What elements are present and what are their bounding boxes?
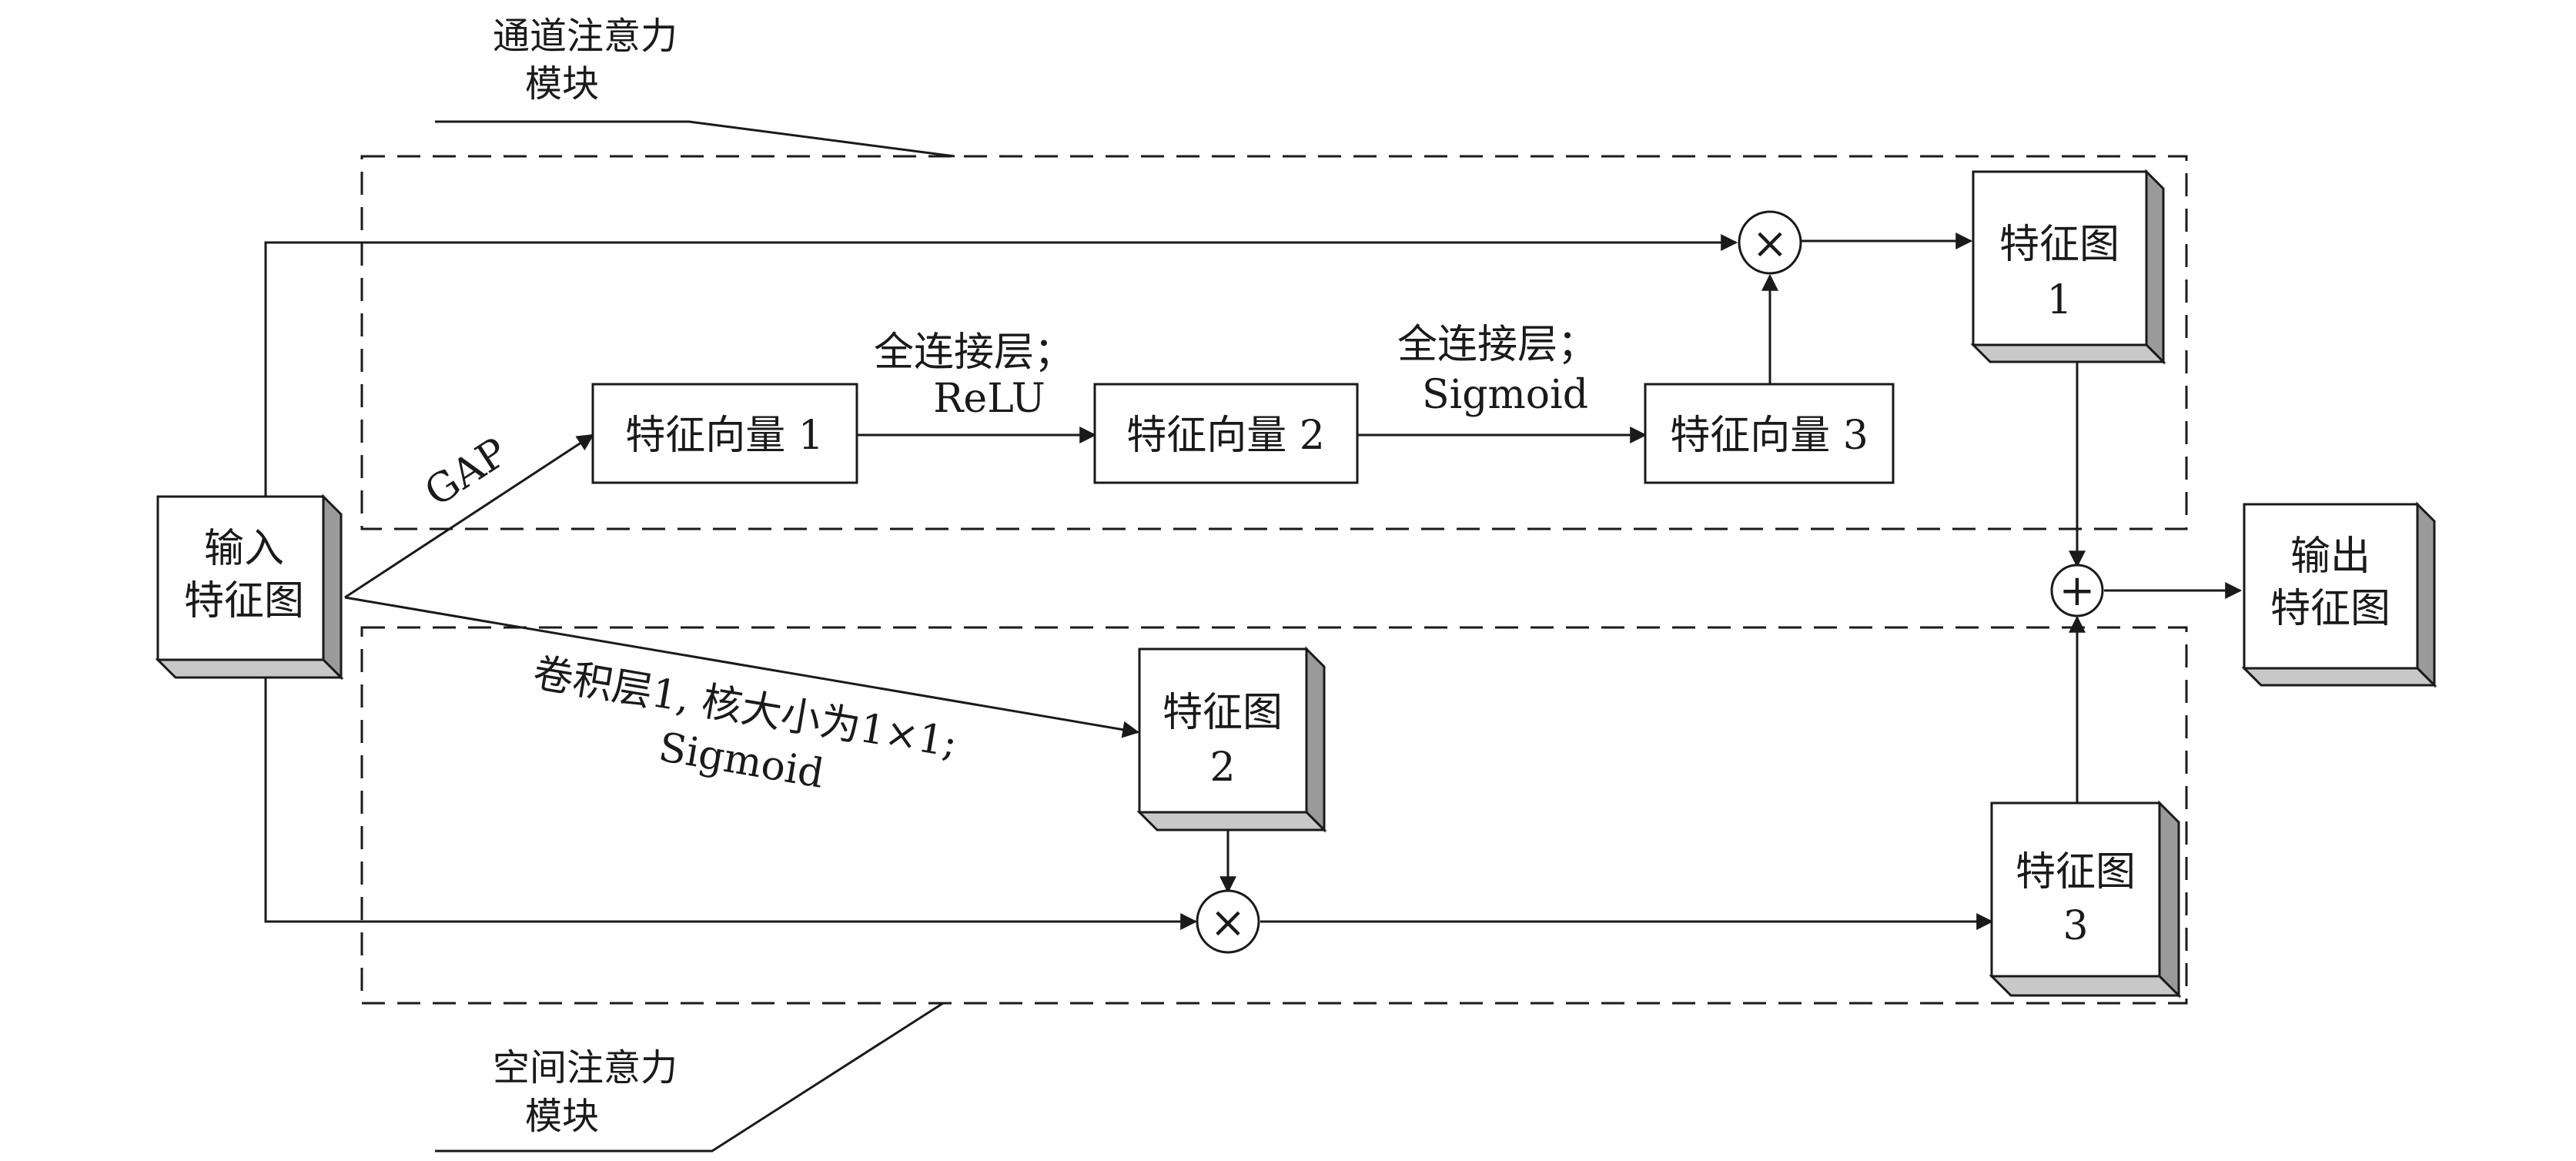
channel-module-label-line1: 通道注意力: [493, 15, 677, 58]
feature-vector-1: [591, 383, 858, 484]
feature-map-2: [1136, 646, 1327, 833]
add-operator: [2050, 564, 2104, 617]
edge-gap: [344, 433, 594, 599]
multiply-operator-bottom-symbol: ×: [1210, 898, 1246, 948]
spatial-module-label-line2: 模块: [525, 1095, 599, 1138]
output-feature-map-line1: 输出: [2290, 534, 2370, 580]
feature-map-3: [1989, 800, 2182, 999]
feature-map-1: [1970, 169, 2166, 365]
output-feature-map: [2241, 501, 2437, 688]
feature-map-3-line1: 特征图: [2016, 849, 2136, 895]
multiply-operator-top: [1738, 210, 1802, 275]
feature-map-2-line2: 2: [1209, 744, 1235, 791]
edge-input-to-multiply-top: [264, 234, 1738, 497]
feature-vector-2: [1093, 383, 1359, 484]
feature-vector-2-label: 特征向量 2: [1126, 413, 1325, 459]
feature-map-1-line1: 特征图: [1999, 222, 2119, 268]
output-feature-map-line2: 特征图: [2270, 586, 2390, 632]
add-operator-symbol: +: [2059, 566, 2096, 616]
feature-map-3-line2: 3: [2062, 903, 2088, 949]
feature-vector-3: [1644, 383, 1895, 484]
spatial-module-label-line1: 空间注意力: [493, 1046, 677, 1089]
multiply-operator-bottom: [1196, 889, 1260, 954]
channel-module-label-line2: 模块: [525, 62, 599, 105]
input-feature-map-line2: 特征图: [184, 578, 304, 624]
fc-relu-label-line1: 全连接层；: [874, 330, 1074, 376]
feature-vector-1-label: 特征向量 1: [625, 413, 824, 459]
spatial-module-leader: [435, 1002, 944, 1153]
feature-map-1-line2: 1: [2046, 277, 2072, 323]
input-feature-map: [155, 494, 344, 681]
gap-label: GAP: [417, 430, 516, 516]
fc-sigmoid-label-line1: 全连接层；: [1397, 322, 1597, 368]
edge-input-to-multiply-bottom: [264, 678, 1198, 930]
channel-module-leader: [435, 120, 955, 158]
edge-conv: [344, 596, 1140, 738]
multiply-operator-top-symbol: ×: [1752, 219, 1788, 269]
fc-sigmoid-label-line2: Sigmoid: [1422, 372, 1588, 418]
feature-vector-3-label: 特征向量 3: [1670, 413, 1868, 459]
feature-map-2-line1: 特征图: [1163, 690, 1283, 736]
fc-relu-label-line2: ReLU: [933, 376, 1045, 422]
input-feature-map-line1: 输入: [204, 526, 284, 572]
